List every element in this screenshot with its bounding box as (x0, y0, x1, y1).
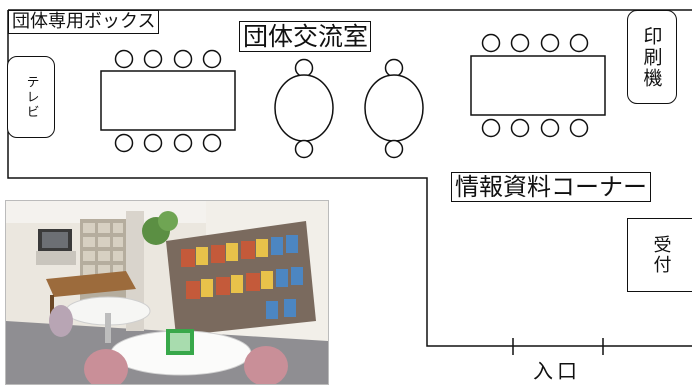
reception-box: 受付 (627, 218, 692, 292)
printer-box: 印刷機 (627, 10, 677, 104)
round-table-1 (274, 58, 334, 159)
table-right (470, 55, 606, 116)
group-room-text: 団体交流室 (243, 22, 369, 51)
entrance-label: 入口 (533, 355, 581, 384)
printer-text: 印刷機 (640, 25, 663, 89)
tv-text: テレビ (23, 74, 39, 120)
table-left (100, 70, 236, 131)
tv-box: テレビ (7, 56, 55, 138)
info-corner-text: 情報資料コーナー (455, 173, 647, 201)
chairs-left-bottom (114, 133, 222, 153)
round-table-2 (364, 58, 424, 159)
room-photo (5, 200, 329, 385)
room-photo-illustration (6, 201, 328, 384)
reception-text: 受付 (650, 235, 672, 275)
info-corner-label: 情報資料コーナー (451, 172, 651, 202)
group-room-label: 団体交流室 (239, 21, 372, 52)
chairs-left-top (114, 49, 222, 69)
chairs-right-bottom (481, 118, 589, 138)
entrance-text: 入口 (533, 359, 581, 383)
chairs-right-top (481, 33, 589, 53)
group-box-label: 団体専用ボックス (8, 10, 160, 34)
group-box-text: 団体専用ボックス (12, 11, 156, 32)
